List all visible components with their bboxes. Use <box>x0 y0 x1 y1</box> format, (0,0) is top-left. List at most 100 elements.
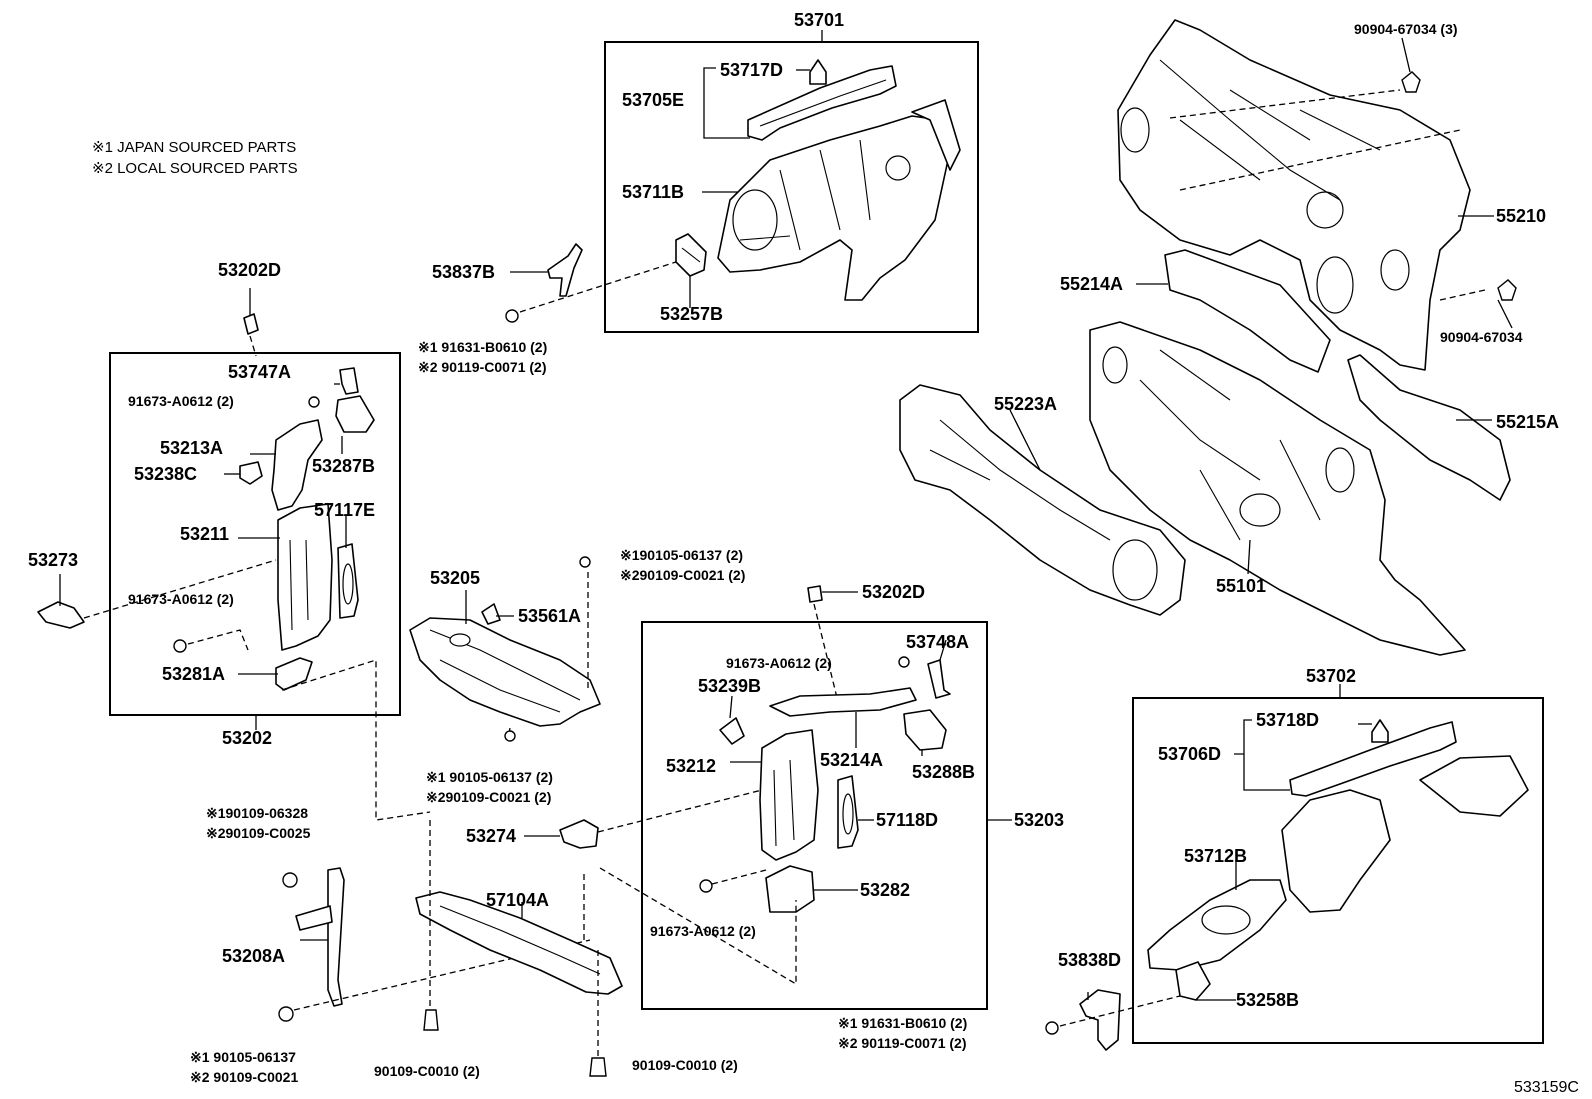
label-55215A: 55215A <box>1496 412 1559 432</box>
label-53748A: 53748A <box>906 632 969 652</box>
label-57117E: 57117E <box>314 500 375 520</box>
bolt-90105-mid <box>504 730 516 742</box>
note-japan-sourced: ※1 JAPAN SOURCED PARTS <box>92 139 296 156</box>
label-55223A: 55223A <box>994 394 1057 414</box>
label-90105-06137-bot: ※1 90105-06137 <box>190 1049 296 1065</box>
support-53211 <box>277 503 333 651</box>
bracket-53238C <box>239 461 263 485</box>
label-90904-67034-3: 90904-67034 (3) <box>1354 21 1458 37</box>
label-53202D-b: 53202D <box>862 582 925 602</box>
label-90119-c0071-a: ※2 90119-C0071 (2) <box>418 359 546 375</box>
bracket-53747A <box>339 367 359 395</box>
nut-53202D-a <box>243 313 259 335</box>
label-53711B: 53711B <box>622 182 684 202</box>
label-53214A: 53214A <box>820 750 883 770</box>
label-53712B: 53712B <box>1184 846 1247 866</box>
bracket-53273 <box>37 601 85 629</box>
dash-panel-55101 <box>1089 321 1466 656</box>
label-91673-a0612-d: 91673-A0612 (2) <box>650 923 756 939</box>
support-53213A <box>271 419 323 511</box>
label-90109-c0010-a: 90109-C0010 (2) <box>374 1063 480 1079</box>
bracket-53288B <box>903 709 947 751</box>
bracket-53282 <box>765 865 815 913</box>
crossmember-57104A <box>415 891 623 995</box>
label-53203: 53203 <box>1014 810 1064 830</box>
label-53718D: 53718D <box>1256 710 1319 730</box>
label-55210: 55210 <box>1496 206 1546 226</box>
apron-assembly-53701 <box>675 59 961 301</box>
crossmember-53205 <box>409 617 601 727</box>
label-53212: 53212 <box>666 756 716 776</box>
insulator-55215A <box>1347 354 1511 501</box>
label-53705E: 53705E <box>622 90 684 110</box>
label-53287B: 53287B <box>312 456 375 476</box>
label-55101: 55101 <box>1216 576 1266 596</box>
label-53281A: 53281A <box>162 664 225 684</box>
bolt-91631 <box>505 309 519 323</box>
label-53561A: 53561A <box>518 606 581 626</box>
label-57118D: 57118D <box>876 810 938 830</box>
apron-assembly-53702 <box>1147 719 1529 1001</box>
bracket-53561A <box>481 603 501 625</box>
bracket-53239B <box>719 717 745 745</box>
bolt-90105-06137 <box>278 1006 294 1022</box>
leader-lines <box>59 30 1513 1001</box>
bolt-91673-b <box>173 639 187 653</box>
label-90109-c0010-b: 90109-C0010 (2) <box>632 1057 738 1073</box>
label-53837B: 53837B <box>432 262 495 282</box>
dash-panel-insulator-55210 <box>1117 19 1486 371</box>
bracket-53281A <box>275 657 313 691</box>
label-53701: 53701 <box>794 10 844 30</box>
label-90109-c0021-mid: ※290109-C0021 (2) <box>426 789 551 805</box>
label-53239B: 53239B <box>698 676 761 696</box>
label-55214A: 55214A <box>1060 274 1123 294</box>
label-90109-c0025: ※290109-C0025 <box>206 825 311 841</box>
label-53273: 53273 <box>28 550 78 570</box>
label-53274: 53274 <box>466 826 516 846</box>
insulator-55223A <box>899 384 1186 616</box>
note-local-sourced: ※2 LOCAL SOURCED PARTS <box>92 160 298 177</box>
bracket-53838D <box>1079 989 1121 1051</box>
label-90109-06328: ※190109-06328 <box>206 805 308 821</box>
label-53208A: 53208A <box>222 946 285 966</box>
label-53282: 53282 <box>860 880 910 900</box>
bolt-91673-c <box>898 656 910 668</box>
bolt-91673-a <box>308 396 320 408</box>
bolt-90109-c0010-b <box>589 1057 607 1077</box>
label-53211: 53211 <box>180 524 229 544</box>
group-box-53702 <box>1132 697 1544 1044</box>
bolt-91673-d <box>699 879 713 893</box>
group-box-53203 <box>641 621 988 1010</box>
label-90109-c0021-bot: ※2 90109-C0021 <box>190 1069 298 1085</box>
label-53202: 53202 <box>222 728 272 748</box>
bracket-53837B <box>547 243 583 297</box>
label-91631-b0610-a: ※1 91631-B0610 (2) <box>418 339 547 355</box>
label-90105-06137-top: ※190105-06137 (2) <box>620 547 743 563</box>
bracket-53287B <box>335 395 375 433</box>
label-53702: 53702 <box>1306 666 1356 686</box>
bolt-90109-c0010-a <box>423 1009 439 1031</box>
label-53213A: 53213A <box>160 438 223 458</box>
label-53747A: 53747A <box>228 362 291 382</box>
label-90119-c0071-b: ※2 90119-C0071 (2) <box>838 1035 966 1051</box>
label-53288B: 53288B <box>912 762 975 782</box>
clip-90904a <box>1401 71 1421 93</box>
figure-id: 533159C <box>1514 1079 1579 1096</box>
group-box-53701 <box>604 41 979 333</box>
label-53717D: 53717D <box>720 60 783 80</box>
nut-53202D-b <box>807 585 823 603</box>
label-53238C: 53238C <box>134 464 197 484</box>
label-57104A: 57104A <box>486 890 549 910</box>
label-90105-06137-mid: ※1 90105-06137 (2) <box>426 769 553 785</box>
bolt-91631-b <box>1045 1021 1059 1035</box>
insulator-55214A <box>1164 249 1331 373</box>
member-53214A <box>769 687 917 717</box>
support-53212 <box>759 729 819 861</box>
label-53706D: 53706D <box>1158 744 1221 764</box>
label-53205: 53205 <box>430 568 480 588</box>
bolt-90109-06328 <box>282 872 298 888</box>
label-53202D-a: 53202D <box>218 260 281 280</box>
label-91631-b0610-b: ※1 91631-B0610 (2) <box>838 1015 967 1031</box>
label-91673-a0612-a: 91673-A0612 (2) <box>128 393 234 409</box>
